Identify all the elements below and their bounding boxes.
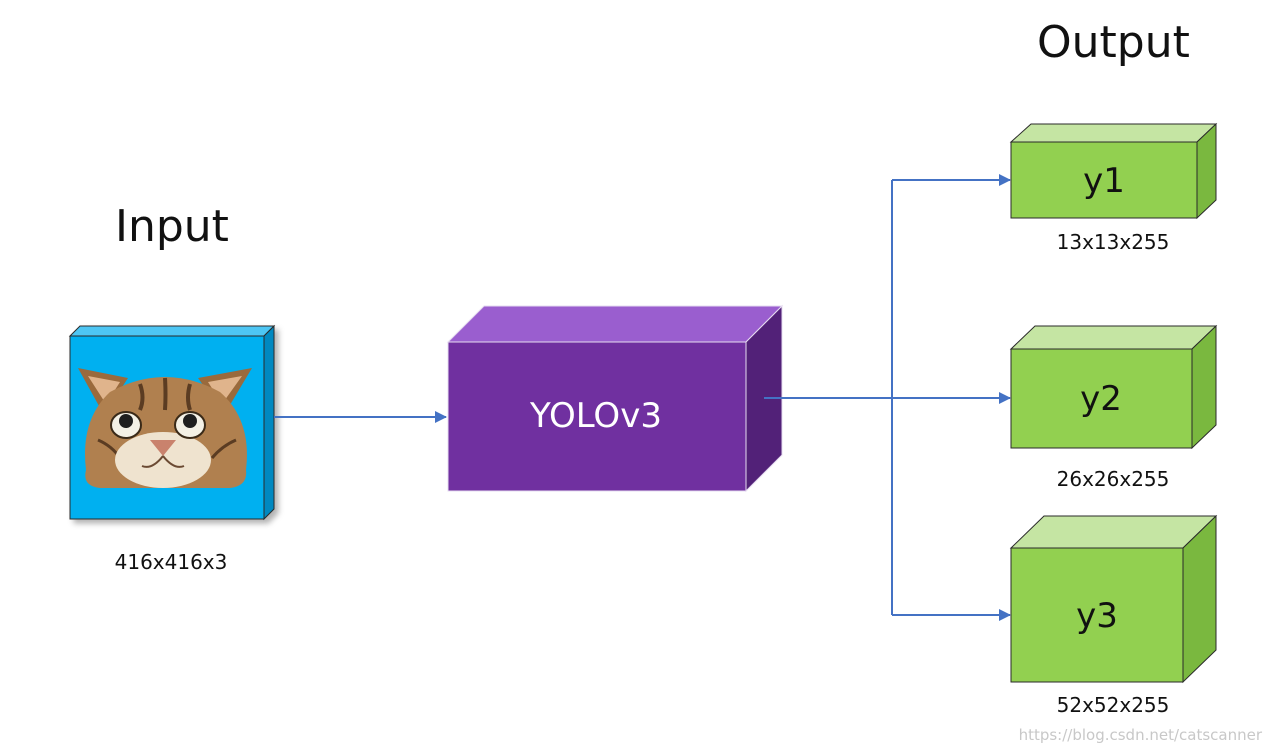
output-box-y1: y1	[1009, 122, 1218, 220]
output-box-y3-top	[1009, 515, 1218, 549]
cat-photo-icon	[78, 368, 252, 488]
output-box-y2: y2	[1009, 324, 1218, 450]
model-box-top	[446, 305, 784, 343]
output-label-y3: y3	[1076, 596, 1118, 636]
output-dims-y1: 13x13x255	[1057, 230, 1170, 254]
output-dims-y2: 26x26x255	[1057, 467, 1170, 491]
input-cube-side	[263, 324, 275, 521]
output-box-y1-top	[1009, 123, 1218, 143]
output-box-y1-front	[1010, 141, 1198, 219]
output-box-y3: y3	[1009, 514, 1218, 684]
input-cube-top	[68, 325, 276, 337]
input-title: Input	[115, 201, 229, 252]
output-box-y3-front	[1010, 547, 1184, 683]
output-label-y2: y2	[1080, 379, 1122, 419]
watermark: https://blog.csdn.net/catscanner	[1019, 726, 1263, 744]
input-dims: 416x416x3	[115, 550, 228, 574]
model-label: YOLOv3	[529, 396, 662, 436]
output-label-y1: y1	[1083, 161, 1125, 201]
output-box-y2-front	[1010, 348, 1193, 449]
output-dims-y3: 52x52x255	[1057, 693, 1170, 717]
model-box: YOLOv3	[446, 304, 784, 493]
output-title: Output	[1037, 17, 1190, 68]
output-box-y2-top	[1009, 325, 1218, 350]
model-box-front	[447, 341, 747, 492]
output-arrows	[764, 174, 1011, 621]
